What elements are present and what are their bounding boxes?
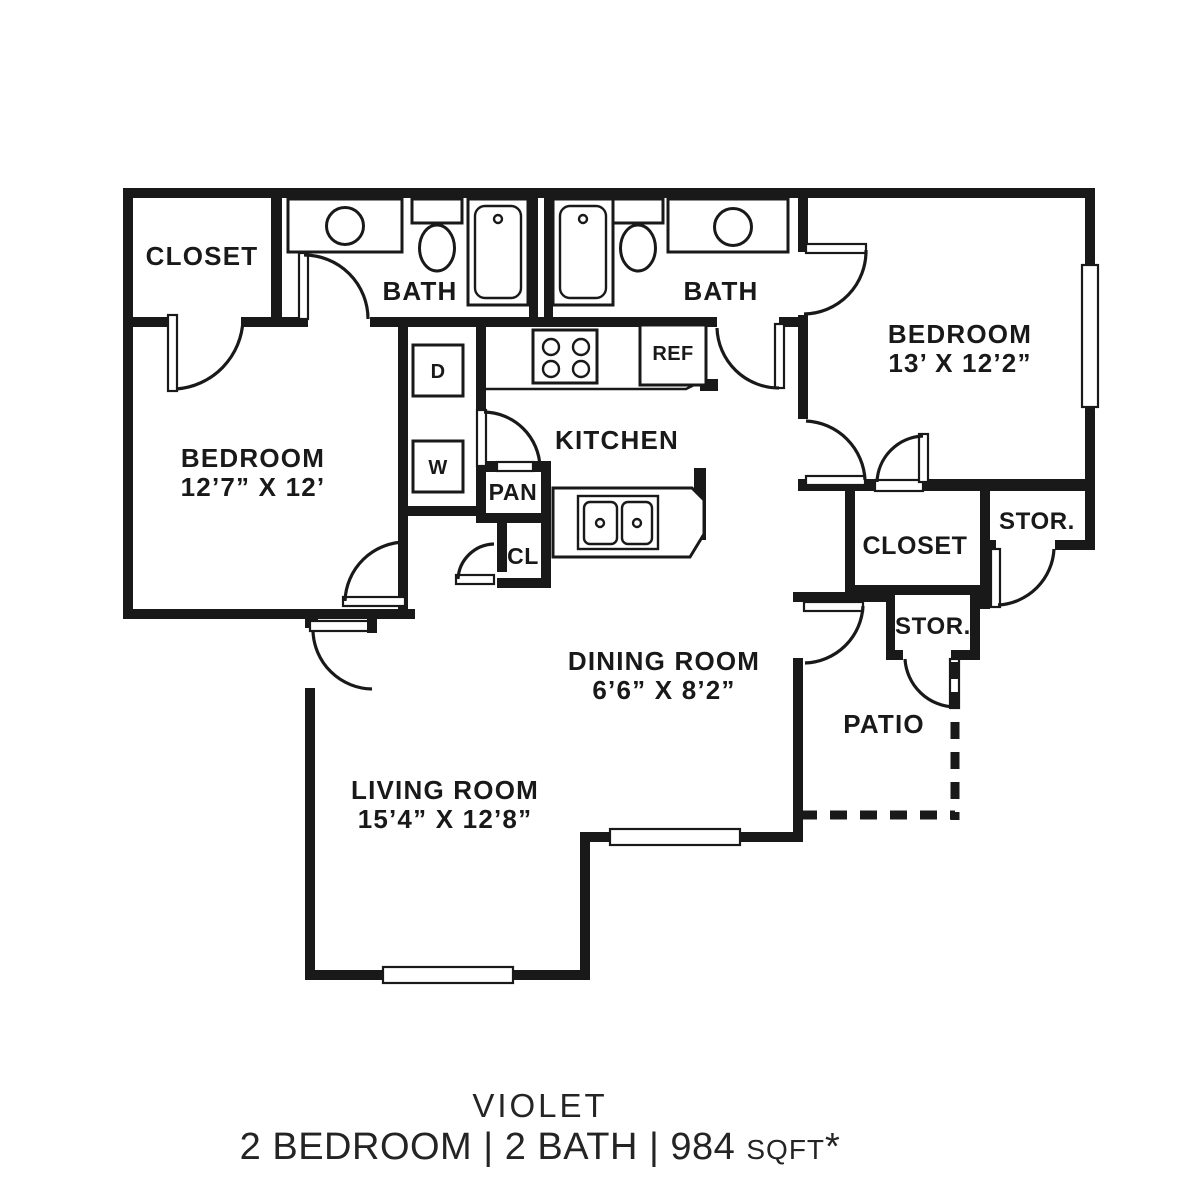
walls bbox=[123, 188, 1095, 980]
plan-specs: 2 BEDROOM | 2 BATH | 984 SQFT* bbox=[240, 1126, 841, 1168]
door-closet-top-left bbox=[166, 313, 245, 393]
windows bbox=[381, 263, 1100, 985]
label-washer: W bbox=[428, 457, 447, 479]
label-dining-room-dims: 6’6” X 8’2” bbox=[592, 675, 735, 705]
dryer-box bbox=[411, 343, 465, 398]
bathtub-left-drain bbox=[492, 213, 504, 225]
label-kitchen: KITCHEN bbox=[555, 425, 679, 455]
label-refrigerator: REF bbox=[652, 343, 693, 365]
plan-specs-asterisk: * bbox=[825, 1126, 840, 1168]
door-small-closet bbox=[454, 542, 496, 586]
label-bath-left: BATH bbox=[382, 276, 457, 306]
label-bedroom-left-dims: 12’7” X 12’ bbox=[181, 472, 326, 502]
label-storage-middle: STOR. bbox=[895, 613, 971, 640]
door-bath-right bbox=[715, 322, 786, 390]
label-pantry: PAN bbox=[489, 479, 538, 505]
refrigerator-box bbox=[638, 323, 708, 387]
toilet-right-bowl bbox=[619, 223, 657, 273]
label-small-closet: CL bbox=[507, 543, 539, 569]
label-bedroom-right: BEDROOM bbox=[888, 319, 1032, 349]
plan-specs-sqft-unit: SQFT bbox=[746, 1134, 825, 1165]
toilet-left-tank bbox=[410, 197, 464, 225]
label-bedroom-right-dims: 13’ X 12’2” bbox=[888, 348, 1031, 378]
door-closet-right bbox=[873, 432, 930, 493]
door-bath-to-bedroom-right bbox=[803, 242, 868, 316]
label-bedroom-left: BEDROOM bbox=[181, 443, 325, 473]
wall-top bbox=[123, 188, 1095, 198]
vanity-right-basin bbox=[713, 207, 753, 247]
toilet-left-bowl bbox=[418, 223, 456, 273]
bath-right-fixtures bbox=[551, 197, 790, 307]
laundry-fixtures bbox=[411, 343, 465, 494]
label-dining-room: DINING ROOM bbox=[568, 646, 760, 676]
window-bedroom-right bbox=[1080, 263, 1100, 409]
bathtub-right-drain bbox=[577, 213, 589, 225]
vanity-left-basin bbox=[325, 206, 365, 246]
door-bath-left bbox=[297, 251, 370, 321]
doors bbox=[166, 242, 1056, 710]
bath-left-fixtures bbox=[286, 197, 530, 307]
toilet-right-tank bbox=[611, 197, 665, 225]
plan-title-block: VIOLET 2 BEDROOM | 2 BATH | 984 SQFT* bbox=[240, 1087, 841, 1168]
label-storage-right: STOR. bbox=[999, 508, 1075, 535]
patio-dashed-boundary bbox=[800, 662, 960, 820]
door-bedroom-left-entry bbox=[341, 540, 407, 608]
door-living-room-entry bbox=[308, 619, 377, 691]
label-bath-right: BATH bbox=[683, 276, 758, 306]
window-living-right bbox=[608, 827, 742, 847]
wall-left bbox=[123, 188, 133, 619]
label-living-room-dims: 15’4” X 12’8” bbox=[358, 804, 533, 834]
label-closet-right: CLOSET bbox=[863, 532, 968, 560]
kitchen-fixtures bbox=[485, 323, 708, 559]
door-patio bbox=[802, 600, 865, 665]
room-labels: CLOSET BATH BATH BEDROOM 13’ X 12’2” BED… bbox=[146, 241, 1075, 834]
door-storage-right bbox=[989, 547, 1056, 609]
plan-name: VIOLET bbox=[472, 1087, 607, 1124]
window-living-bottom bbox=[381, 965, 515, 985]
pantry-opening bbox=[495, 460, 535, 473]
washer-box bbox=[411, 439, 465, 494]
door-bedroom-right-entry bbox=[804, 419, 867, 487]
label-closet-top-left: CLOSET bbox=[146, 241, 259, 271]
door-kitchen bbox=[475, 408, 542, 468]
label-dryer: D bbox=[431, 361, 446, 383]
label-living-room: LIVING ROOM bbox=[351, 775, 539, 805]
label-patio: PATIO bbox=[843, 709, 925, 739]
plan-specs-main: 2 BEDROOM | 2 BATH | 984 bbox=[240, 1126, 747, 1168]
